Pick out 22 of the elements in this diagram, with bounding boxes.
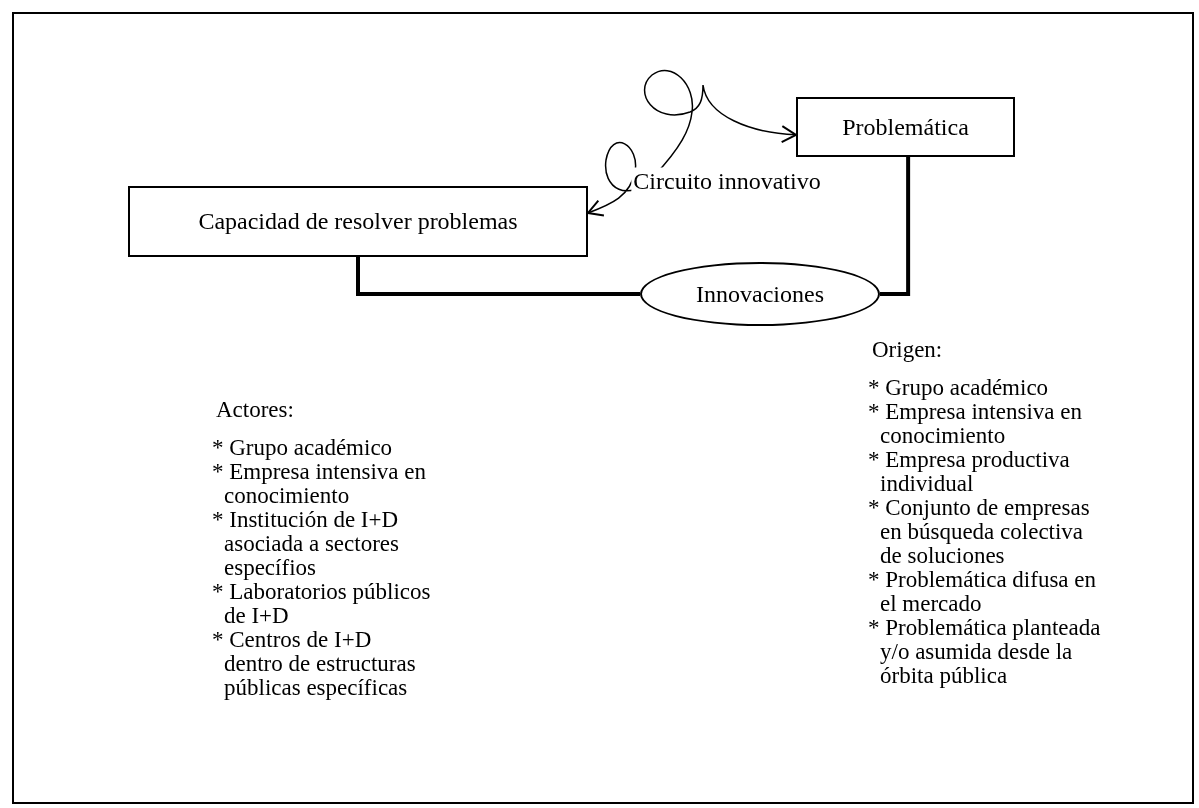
process-box bbox=[128, 186, 588, 257]
connector-line bbox=[356, 257, 640, 296]
list-heading: Origen: bbox=[872, 338, 944, 362]
process-box bbox=[796, 97, 1015, 157]
list-item: * Empresa intensiva en conocimiento bbox=[212, 460, 427, 508]
list-item: * Empresa productiva individual bbox=[868, 448, 1071, 496]
node-text: Capacidad de resolver problemas bbox=[198, 208, 518, 235]
list-item: * Problemática planteada y/o asumida desde la órbita pública bbox=[868, 616, 1102, 688]
list-item: * Grupo académico bbox=[212, 436, 394, 460]
list-item: * Empresa intensiva en conocimiento bbox=[868, 400, 1083, 448]
list-item: * Centros de I+D dentro de estructuras públicas específicas bbox=[212, 628, 417, 700]
node-text: Problemática bbox=[842, 113, 969, 141]
edge-label: Circuito innovativo bbox=[631, 167, 823, 195]
list-heading: Actores: bbox=[216, 398, 295, 422]
list-item: * Grupo académico bbox=[868, 376, 1050, 400]
list-item: * Problemática difusa en el mercado bbox=[868, 568, 1097, 616]
list-item: * Laboratorios públicos de I+D bbox=[212, 580, 432, 628]
list-item: * Institución de I+D asociada a sectores específios bbox=[212, 508, 400, 580]
curved-arrow bbox=[587, 69, 797, 217]
list-item: * Conjunto de empresas en búsqueda colectiva de soluciones bbox=[868, 496, 1091, 568]
connector-line bbox=[880, 157, 911, 296]
node-text: Innovaciones bbox=[696, 280, 824, 308]
